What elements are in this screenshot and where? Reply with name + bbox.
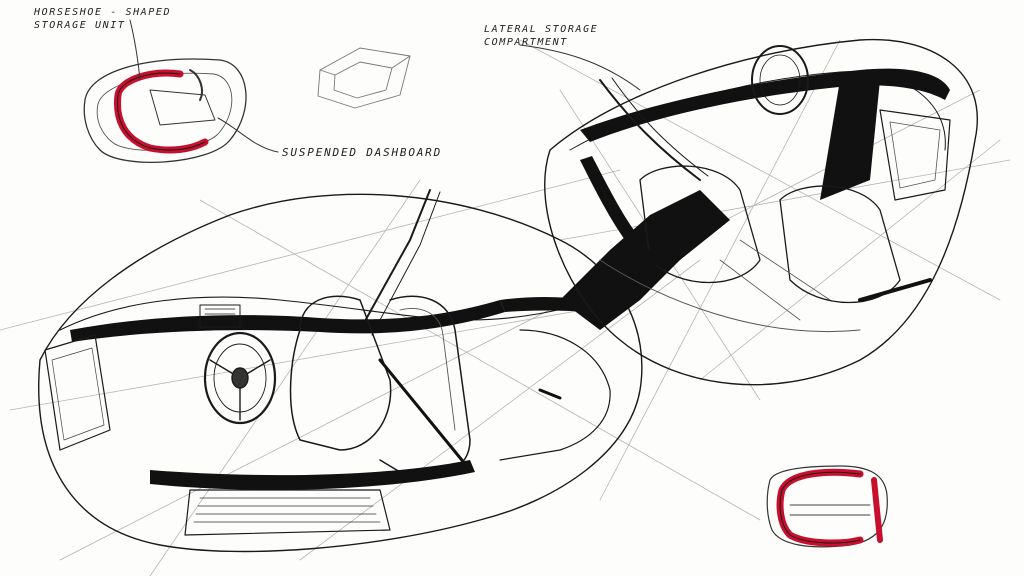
annotation-lateral-line2: compartment bbox=[484, 37, 568, 48]
dashboard-leader bbox=[217, 117, 279, 153]
annotation-horseshoe-line2: storage unit bbox=[34, 20, 126, 31]
annotation-horseshoe-line1: Horseshoe - shaped bbox=[34, 7, 172, 18]
wireframe-sketch bbox=[317, 47, 411, 109]
annotation-suspended-dashboard: Suspended dashboard bbox=[282, 146, 443, 159]
lateral-leader bbox=[519, 44, 641, 91]
interior-top-view bbox=[544, 38, 978, 386]
horseshoe-storage-sketch bbox=[83, 19, 247, 163]
annotation-horseshoe-storage: Horseshoe - shaped storage unit bbox=[34, 6, 171, 32]
horseshoe-detail-sketch bbox=[766, 465, 888, 548]
annotation-lateral-line1: Lateral storage bbox=[484, 24, 599, 35]
annotation-lateral-storage: Lateral storage compartment bbox=[484, 23, 598, 49]
interior-front-view bbox=[38, 189, 643, 553]
